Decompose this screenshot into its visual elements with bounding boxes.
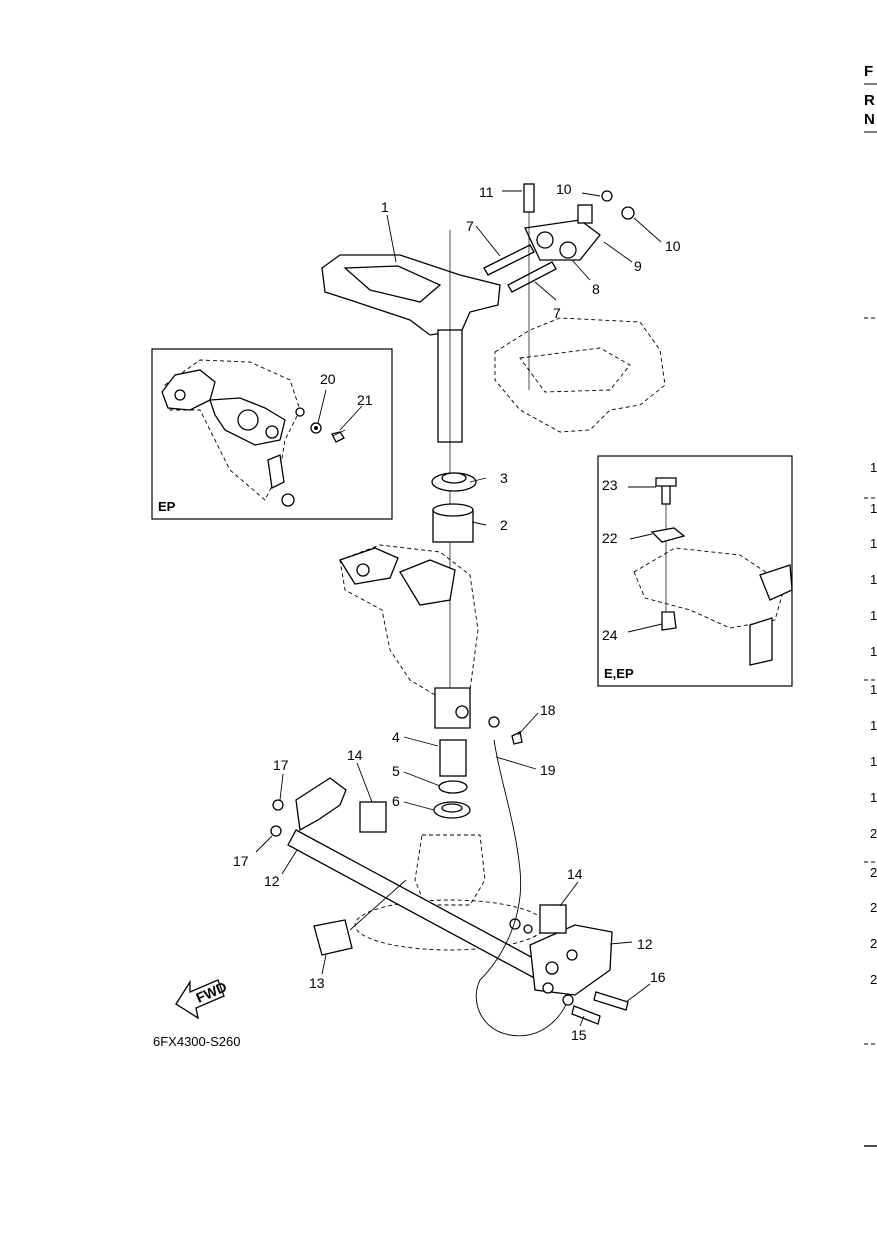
callout-2: 2 (500, 517, 508, 533)
edge-header-f: F (864, 63, 873, 80)
callout-labels: 1 2 3 4 5 6 7 7 8 9 10 10 11 12 12 13 14… (233, 181, 681, 1043)
callout-14: 14 (347, 747, 363, 763)
diagram-code: 6FX4300-S260 (153, 1034, 240, 1049)
ground-lead (475, 739, 569, 1037)
edge-number: 1 (870, 460, 877, 475)
edge-header-n: N (864, 111, 875, 128)
edge-number: 2 (870, 826, 877, 841)
edge-number: 1 (870, 790, 877, 805)
callout-20: 20 (320, 371, 336, 387)
edge-number: 2 (870, 972, 877, 987)
inset-ep (151, 348, 393, 520)
callout-10: 10 (556, 181, 572, 197)
mount-bolts (483, 183, 635, 390)
callout-6: 6 (392, 793, 400, 809)
callout-7: 7 (466, 218, 474, 234)
callout-19: 19 (540, 762, 556, 778)
right-edge-column: F R N 1 1 1 1 1 1 1 1 1 1 2 2 2 2 2 (864, 63, 877, 1147)
edge-number: 1 (870, 608, 877, 623)
callout-22: 22 (602, 530, 618, 546)
callout-21: 21 (357, 392, 373, 408)
callout-11: 11 (479, 184, 494, 200)
edge-number: 1 (870, 572, 877, 587)
lower-mount-assembly (270, 777, 629, 1025)
callout-4: 4 (392, 729, 400, 745)
callout-9: 9 (634, 258, 642, 274)
edge-number: 2 (870, 936, 877, 951)
callout-17: 17 (233, 853, 249, 869)
fwd-arrow: FWD (175, 978, 229, 1020)
screw (511, 731, 523, 745)
callout-7: 7 (553, 305, 561, 321)
lower-unit-ghost (414, 834, 486, 906)
callout-12: 12 (264, 873, 280, 889)
edge-number: 1 (870, 718, 877, 733)
inset-e-ep (597, 455, 793, 687)
upper-casing-ghost (494, 317, 666, 433)
callout-13: 13 (309, 975, 325, 991)
inset-e-ep-tag: E,EP (604, 666, 634, 681)
o-ring (438, 780, 468, 794)
edge-number: 2 (870, 865, 877, 880)
mount-rubber (439, 739, 467, 777)
callout-16: 16 (650, 969, 666, 985)
edge-number: 1 (870, 501, 877, 516)
edge-number: 1 (870, 644, 877, 659)
inset-ep-tag: EP (158, 499, 176, 514)
callout-24: 24 (602, 627, 618, 643)
callout-5: 5 (392, 763, 400, 779)
callout-17: 17 (273, 757, 289, 773)
edge-number: 1 (870, 754, 877, 769)
callout-23: 23 (602, 477, 618, 493)
swivel-bracket (339, 544, 479, 729)
callout-18: 18 (540, 702, 556, 718)
edge-number: 1 (870, 536, 877, 551)
callout-12: 12 (637, 936, 653, 952)
callout-10: 10 (665, 238, 681, 254)
callout-15: 15 (571, 1027, 587, 1043)
callout-8: 8 (592, 281, 600, 297)
edge-number: 1 (870, 682, 877, 697)
callout-3: 3 (500, 470, 508, 486)
edge-number: 2 (870, 900, 877, 915)
callout-1: 1 (381, 199, 389, 215)
callout-14: 14 (567, 866, 583, 882)
edge-header-r: R (864, 92, 875, 109)
leader-lines (255, 190, 662, 1027)
steering-bracket (321, 230, 501, 700)
